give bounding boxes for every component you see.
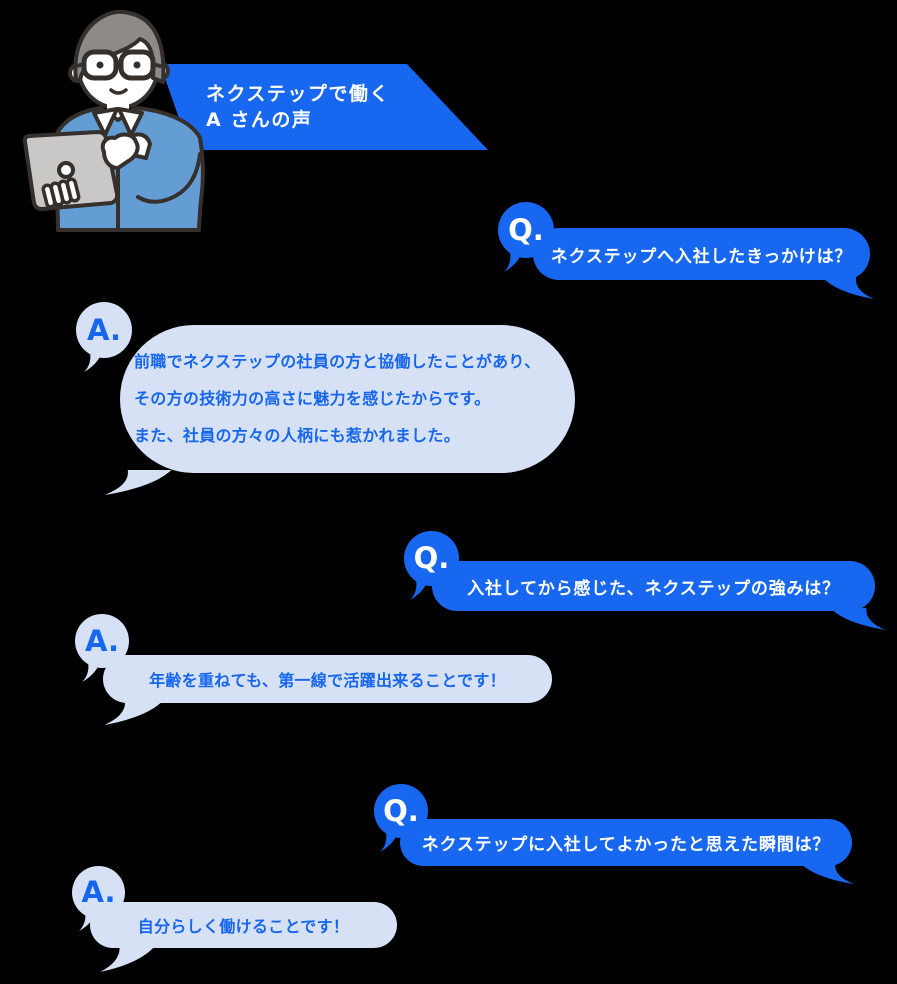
eye-right — [133, 61, 141, 69]
a1-bubble: 前職でネクステップの社員の方と協働したことがあり、 その方の技術力の高さに魅力を… — [120, 325, 575, 473]
q2-bubble-tail — [830, 608, 886, 631]
q1-question-text: ネクステップへ入社したきっかけは？ — [550, 246, 853, 267]
right-hand — [100, 132, 140, 170]
glasses-temples — [75, 62, 162, 68]
q2-bubble: 入社してから感じた、ネクステップの強みは？ — [432, 561, 875, 611]
a1-answer-line-3: また、社員の方々の人柄にも惹かれました。 — [134, 426, 461, 445]
a1-answer-line-2: その方の技術力の高さに魅力を感じたからです。 — [134, 389, 491, 408]
collar-left — [92, 107, 119, 137]
man-with-laptop-illustration — [22, 9, 205, 232]
a2-bubble: 年齢を重ねても、第一線で活躍出来ることです！ — [103, 655, 552, 703]
q3-badge: Q. — [374, 784, 428, 838]
q3-bubble: ネクステップに入社してよかったと思えた瞬間は？ — [400, 819, 852, 866]
a3-bubble-tail — [100, 945, 156, 972]
q1-badge-tail — [504, 252, 522, 272]
mouth — [109, 88, 128, 95]
q3-bubble-tail — [800, 863, 854, 885]
q2-badge-label: Q. — [413, 541, 450, 575]
q3-question-text: ネクステップに入社してよかったと思えた瞬間は？ — [421, 835, 831, 855]
q1-badge-label: Q. — [508, 212, 544, 247]
q2-badge: Q. — [404, 531, 459, 586]
banner-line-1: ネクステップで働く — [206, 82, 390, 105]
banner-line-2: A さんの声 — [206, 108, 313, 131]
q3-badge-label: Q. — [383, 793, 419, 828]
a1-badge: A. — [76, 302, 132, 358]
a3-bubble: 自分らしく働けることです！ — [90, 902, 397, 948]
laptop-logo — [57, 161, 75, 179]
a2-badge-label: A. — [85, 623, 119, 658]
a3-answer-text: 自分らしく働けることです！ — [137, 917, 350, 936]
left-hand-fingers — [41, 177, 81, 209]
a1-badge-label: A. — [87, 312, 121, 347]
eye-left — [96, 61, 104, 69]
a3-badge: A. — [72, 866, 125, 919]
q1-badge: Q. — [498, 202, 554, 258]
a1-answer-line-1: 前職でネクステップの社員の方と協働したことがあり、 — [134, 352, 541, 371]
a2-answer-text: 年齢を重ねても、第一線で活躍出来ることです！ — [149, 671, 506, 690]
arm-fold — [136, 152, 202, 204]
q2-question-text: 入社してから感じた、ネクステップの強みは？ — [467, 578, 840, 599]
a1-bubble-tail — [104, 470, 172, 495]
q1-bubble: ネクステップへ入社したきっかけは？ — [533, 228, 870, 280]
collar-right — [117, 107, 144, 137]
a2-bubble-tail — [104, 700, 164, 725]
a3-badge-label: A. — [81, 875, 116, 909]
q1-bubble-tail — [822, 277, 874, 300]
a2-badge: A. — [75, 614, 129, 668]
